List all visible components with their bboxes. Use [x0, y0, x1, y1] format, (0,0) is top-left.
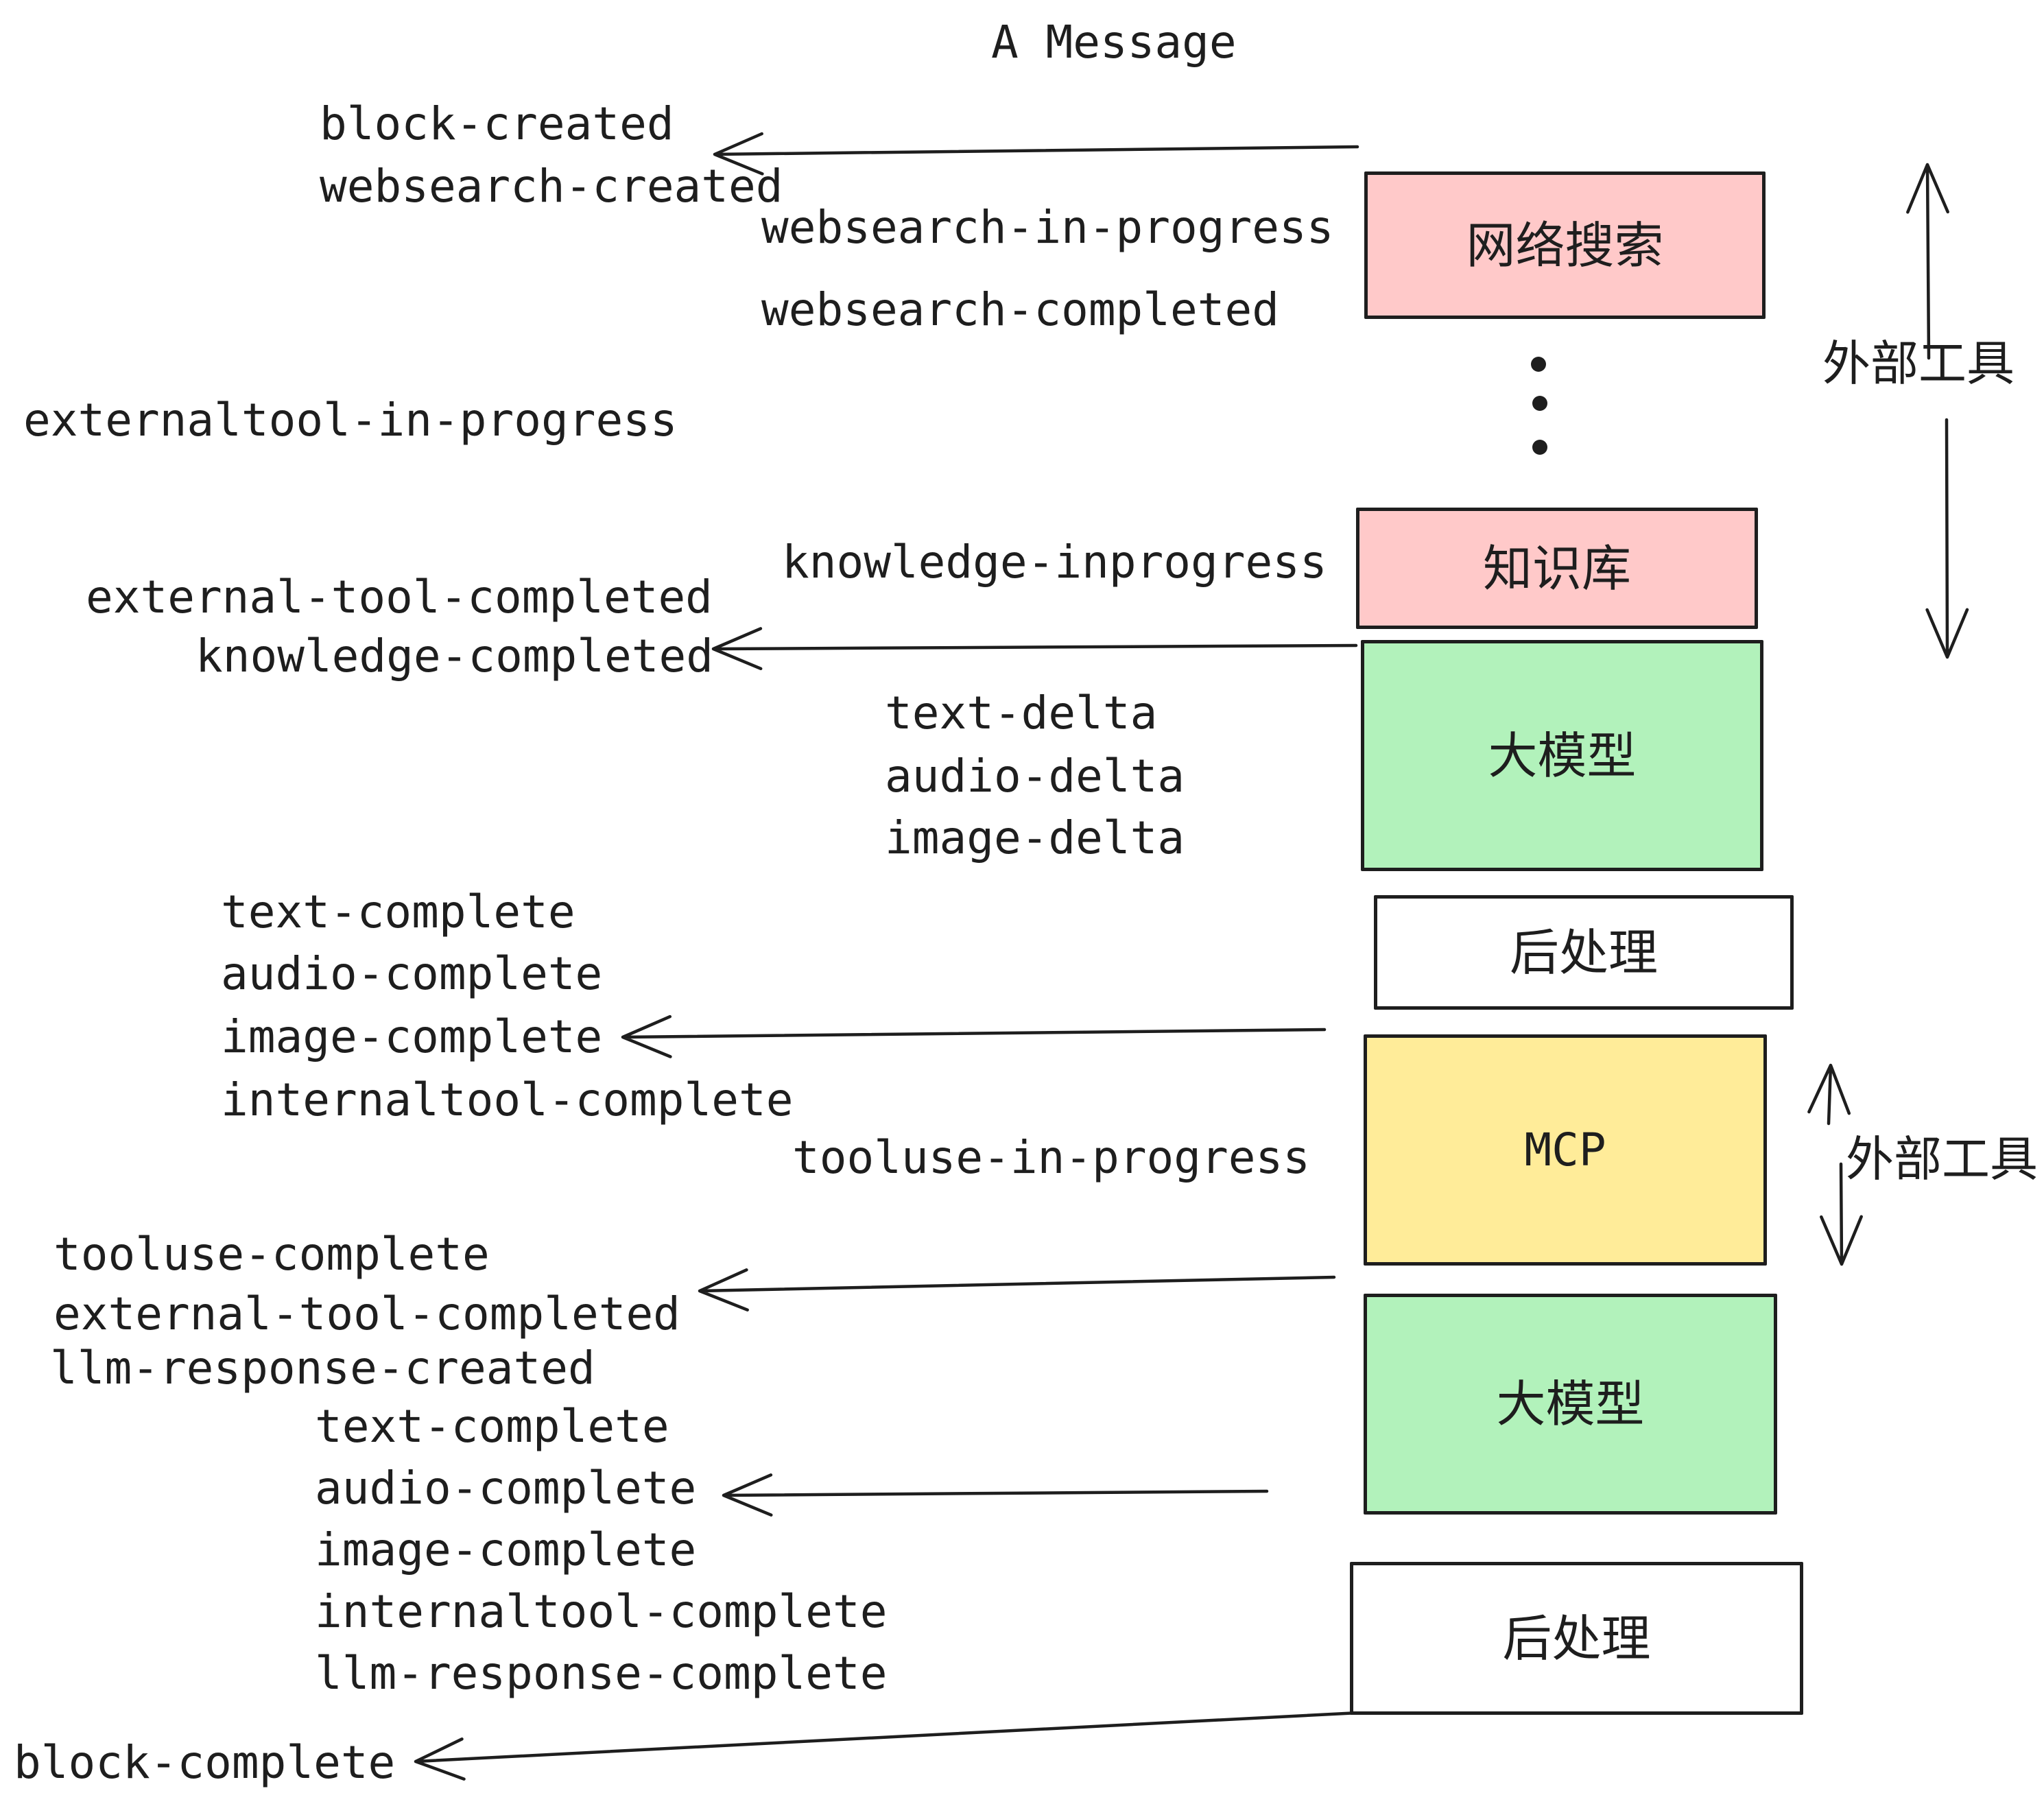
event-label-internaltool-complete-2: internaltool-complete: [315, 1585, 888, 1638]
arrow-to-knowledge-completed: [711, 627, 1358, 671]
event-label-llm-response-complete: llm-response-complete: [315, 1647, 888, 1700]
event-label-tooluse-complete: tooluse-complete: [54, 1228, 490, 1281]
arrow-external-tools-1-down: [1925, 418, 1969, 659]
node-label-postproc-1: 后处理: [1509, 923, 1658, 982]
ellipsis-dot-2: [1532, 396, 1547, 411]
event-label-audio-complete-1: audio-complete: [221, 947, 603, 1000]
node-label-mcp: MCP: [1524, 1123, 1606, 1176]
node-box-websearch: 网络搜索: [1364, 171, 1766, 319]
ellipsis-dot-3: [1532, 440, 1547, 455]
event-label-knowledge-inprogress: knowledge-inprogress: [782, 536, 1327, 589]
side-label-external-tools-1: 外部工具: [1822, 335, 2015, 392]
event-label-llm-response-created: llm-response-created: [50, 1342, 595, 1394]
node-box-llm-1: 大模型: [1361, 640, 1763, 871]
event-label-externaltool-in-progress: externaltool-in-progress: [23, 394, 678, 447]
event-label-text-complete-2: text-complete: [315, 1400, 669, 1453]
event-label-audio-complete-2: audio-complete: [315, 1462, 697, 1515]
arrow-to-block-complete: [414, 1710, 1374, 1781]
event-label-websearch-created: websearch-created: [320, 160, 783, 213]
side-label-external-tools-2: 外部工具: [1846, 1131, 2038, 1187]
arrow-external-tools-2-up: [1807, 1063, 1851, 1126]
node-box-knowledge: 知识库: [1356, 508, 1758, 629]
event-label-text-complete-1: text-complete: [221, 886, 575, 938]
event-label-external-tool-completed-1: external-tool-completed: [86, 571, 713, 624]
node-label-knowledge: 知识库: [1482, 539, 1631, 597]
event-label-image-complete-1: image-complete: [221, 1010, 603, 1063]
arrow-to-tooluse-complete: [698, 1268, 1336, 1312]
node-label-postproc-2: 后处理: [1502, 1609, 1651, 1667]
event-label-block-created: block-created: [320, 97, 674, 150]
event-label-knowledge-completed: knowledge-completed: [195, 630, 713, 683]
arrow-to-audio-complete: [722, 1473, 1269, 1517]
event-label-internaltool-complete-1: internaltool-complete: [221, 1073, 794, 1126]
node-box-mcp: MCP: [1364, 1034, 1767, 1266]
event-label-image-delta-1: image-delta: [885, 811, 1185, 864]
event-label-text-delta-1: text-delta: [885, 687, 1158, 739]
event-label-image-complete-2: image-complete: [315, 1523, 697, 1576]
arrow-external-tools-2-down: [1820, 1162, 1863, 1266]
event-label-block-complete: block-complete: [14, 1736, 396, 1789]
node-label-websearch: 网络搜索: [1466, 216, 1664, 274]
event-label-external-tool-completed-2: external-tool-completed: [54, 1287, 680, 1340]
event-label-websearch-completed: websearch-completed: [761, 283, 1279, 336]
node-box-postproc-2: 后处理: [1350, 1562, 1803, 1715]
ellipsis-dot-1: [1531, 357, 1546, 372]
node-box-postproc-1: 后处理: [1374, 895, 1794, 1010]
arrow-to-block-created: [713, 132, 1359, 176]
page-title: A Message: [991, 16, 1237, 69]
node-label-llm-1: 大模型: [1488, 726, 1637, 785]
event-label-tooluse-in-progress: tooluse-in-progress: [792, 1131, 1310, 1184]
arrow-external-tools-1-up: [1906, 163, 1949, 360]
event-label-audio-delta-1: audio-delta: [885, 750, 1185, 803]
event-label-websearch-in-progress: websearch-in-progress: [761, 201, 1334, 254]
node-box-llm-2: 大模型: [1364, 1294, 1777, 1515]
node-label-llm-2: 大模型: [1496, 1375, 1645, 1433]
arrow-to-image-complete: [621, 1014, 1327, 1058]
